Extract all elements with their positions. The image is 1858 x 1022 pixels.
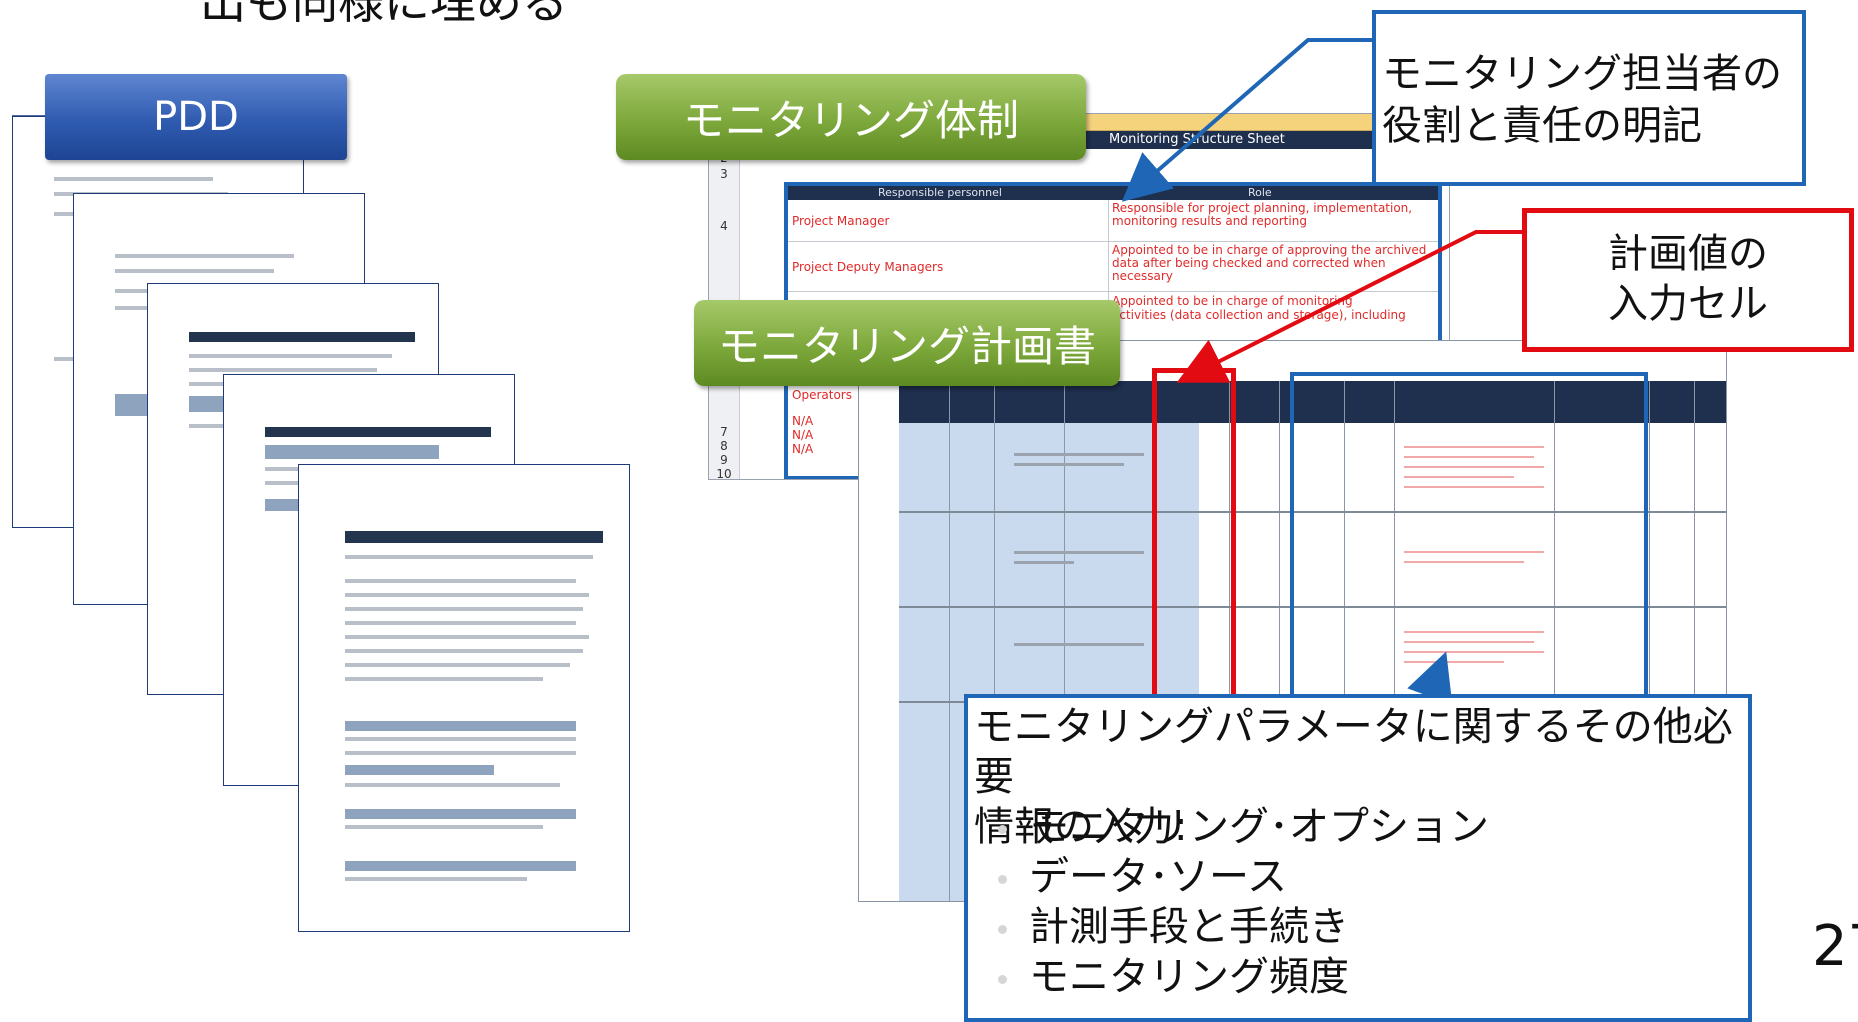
monitoring-structure-label: モニタリング体制 — [616, 74, 1086, 160]
other-info-callout: モニタリングパラメータに関するその他必要 情報の入力: モニタリング･オプション… — [964, 694, 1752, 1022]
list-item: モニタリング･オプション — [998, 802, 1489, 852]
role-person: Project Deputy Managers — [792, 260, 944, 274]
role-description: Appointed to be in charge of monitoring — [1112, 294, 1353, 308]
table-header: Responsible personnel Role — [788, 186, 1438, 200]
bullet-icon — [998, 874, 1007, 884]
row-number: 3 — [720, 167, 728, 181]
role-description: activities (data collection and storage)… — [1112, 308, 1406, 322]
role-person: Operators — [792, 388, 852, 402]
connector-arrows — [12, 38, 1524, 705]
plan-table-header — [899, 381, 1726, 423]
list-item: モニタリング頻度 — [998, 952, 1489, 1002]
callout-line: モニタリング担当者の — [1382, 51, 1782, 97]
pdd-label: PDD — [45, 74, 347, 160]
callout-line: モニタリングパラメータに関するその他必要 — [974, 704, 1733, 800]
callout-line: 情報の入力: — [974, 804, 1188, 850]
row-number: 9 — [720, 453, 728, 467]
page-number: 27 — [1812, 914, 1858, 979]
row-number: 7 — [720, 425, 728, 439]
bullet-icon — [998, 974, 1007, 984]
header-role: Role — [1248, 186, 1272, 199]
planned-value-callout: 計画値の 入力セル — [1522, 208, 1854, 352]
row-number: 8 — [720, 439, 728, 453]
other-info-list: モニタリング･オプション データ･ソース 計測手段と手続き モニタリング頻度 — [998, 802, 1489, 1002]
role-description: Responsible for project planning, implem… — [1112, 201, 1413, 228]
role-person: N/A — [792, 428, 814, 442]
bullet-icon — [998, 824, 1007, 834]
bullet-icon — [998, 924, 1007, 934]
partial-slide-title: 出も同様に埋める — [200, 0, 568, 29]
callout-line: 計画値の — [1608, 231, 1768, 277]
callout-line: 役割と責任の明記 — [1382, 103, 1702, 149]
roles-responsibilities-callout: モニタリング担当者の 役割と責任の明記 — [1372, 10, 1806, 186]
role-person: N/A — [792, 442, 814, 456]
callout-line: 入力セル — [1608, 281, 1768, 327]
role-description: Appointed to be in charge of approving t… — [1112, 243, 1427, 283]
row-number: 10 — [716, 467, 732, 480]
pdd-document-page-5 — [298, 464, 630, 932]
list-item: データ･ソース — [998, 852, 1489, 902]
row-number: 4 — [720, 219, 728, 233]
monitoring-plan-label: モニタリング計画書 — [694, 300, 1120, 386]
role-person: Project Manager — [792, 214, 890, 228]
role-person: N/A — [792, 414, 814, 428]
list-item: 計測手段と手続き — [998, 902, 1489, 952]
header-responsible-personnel: Responsible personnel — [878, 186, 1002, 199]
